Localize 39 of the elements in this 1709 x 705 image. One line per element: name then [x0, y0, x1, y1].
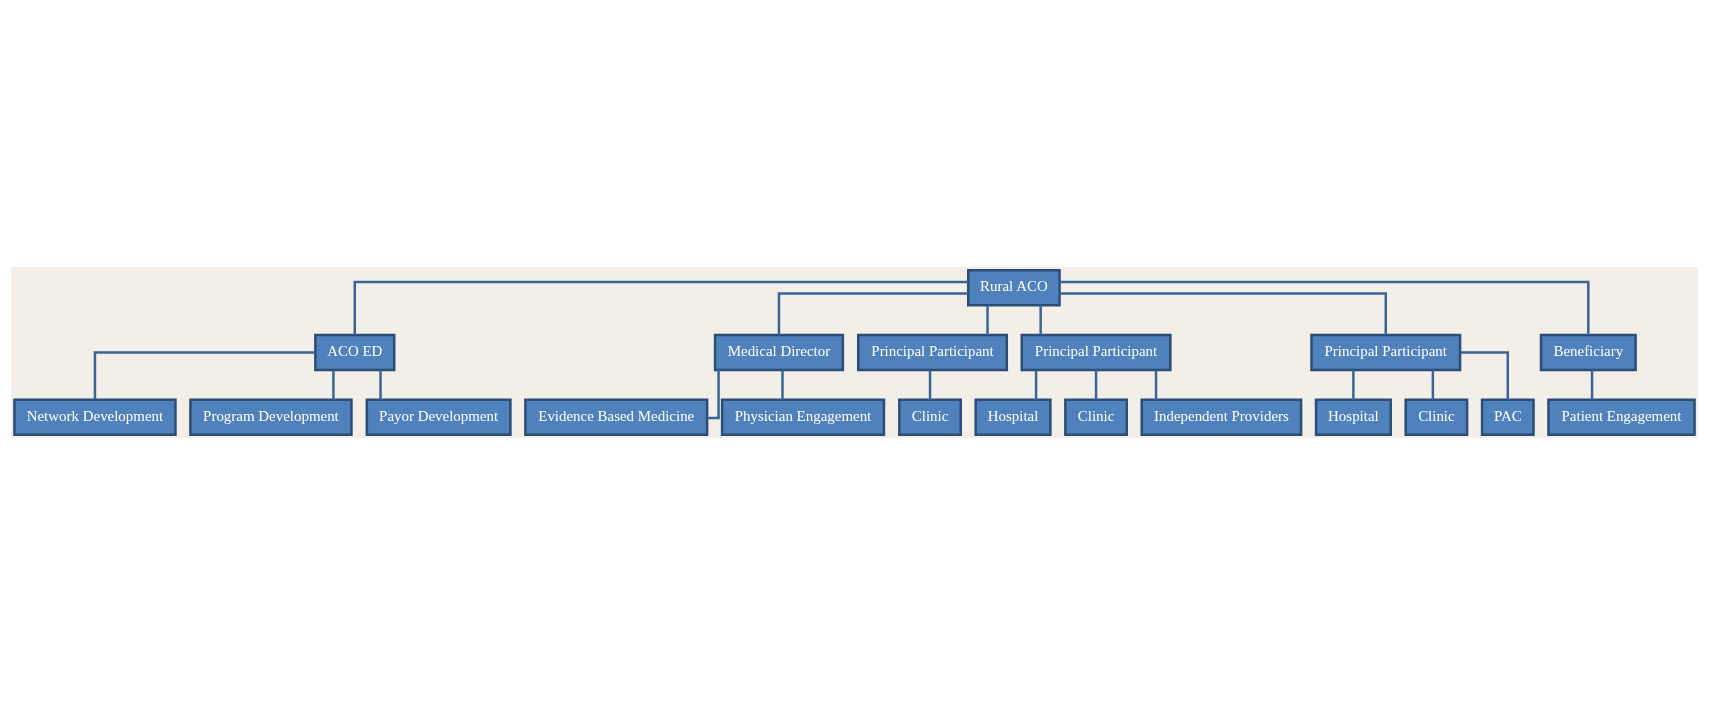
node-box: Principal Participant	[1020, 333, 1172, 372]
connector	[332, 370, 335, 400]
node-box: Beneficiary	[1539, 333, 1637, 372]
node-box: Clinic	[1404, 398, 1469, 436]
connector	[1154, 370, 1158, 400]
node-box: Clinic	[1064, 398, 1128, 436]
node-box: Principal Participant	[1310, 333, 1462, 372]
node-box: PAC	[1480, 398, 1535, 436]
node-box: Physician Engagement	[720, 398, 886, 436]
node-box: Independent Providers	[1140, 398, 1303, 436]
node-box: Evidence Based Medicine	[524, 398, 709, 436]
connector	[1590, 370, 1594, 400]
node-box: Rural ACO	[966, 269, 1061, 307]
connector	[379, 370, 382, 400]
connector	[1094, 370, 1098, 400]
connector	[1460, 351, 1510, 400]
node-box: Patient Engagement	[1547, 398, 1696, 436]
node-box: Program Development	[189, 398, 353, 436]
connector	[1431, 370, 1435, 400]
connector	[1034, 370, 1038, 400]
connector	[353, 280, 969, 336]
node-box: Medical Director	[713, 333, 845, 372]
connector	[781, 370, 784, 400]
connector	[707, 370, 720, 420]
node-box: Clinic	[898, 398, 962, 436]
connector	[1059, 280, 1590, 336]
connector	[1352, 370, 1355, 400]
node-box: Network Development	[13, 398, 177, 436]
connector	[1059, 292, 1387, 335]
connector	[1039, 305, 1042, 336]
connector	[777, 292, 968, 335]
connector	[93, 351, 316, 400]
node-box: Principal Participant	[857, 333, 1009, 372]
node-box: ACO ED	[314, 333, 396, 372]
connector	[928, 370, 932, 400]
node-box: Hospital	[974, 398, 1052, 436]
node-box: Payor Development	[365, 398, 512, 436]
node-box: Hospital	[1314, 398, 1392, 436]
connector	[986, 305, 989, 336]
